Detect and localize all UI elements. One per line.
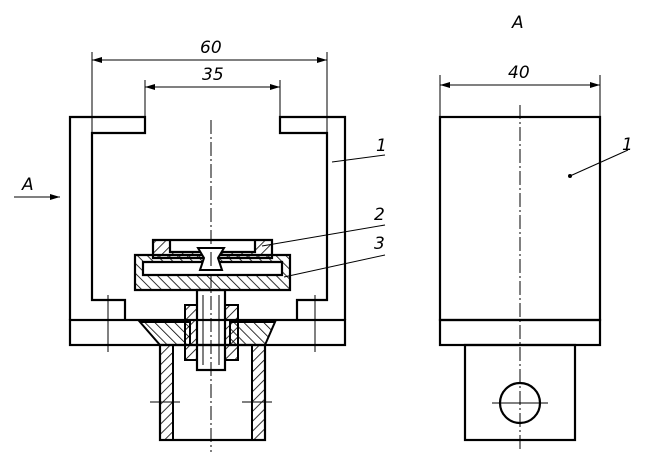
front-section-view: 60 35 A 1 2 3: [14, 38, 387, 452]
view-arrow-label: A: [21, 175, 34, 195]
callout-2: 2: [374, 205, 385, 225]
dimension-60-label: 60: [200, 38, 222, 58]
leader-2: [261, 224, 386, 247]
base-plate: [68, 318, 347, 347]
flange-section: [137, 321, 277, 346]
cylinder-wall-right: [251, 344, 266, 441]
leader-1-side: [569, 149, 629, 177]
dimension-40-label: 40: [508, 63, 530, 83]
housing-frame: [68, 115, 347, 320]
part-2-cup: [151, 238, 274, 260]
cylinder-body: [158, 343, 267, 442]
view-title: A: [511, 13, 524, 33]
leader-1: [331, 154, 386, 163]
callout-1-side: 1: [622, 135, 633, 155]
dimension-35-label: 35: [202, 65, 224, 85]
leader-3: [283, 254, 386, 278]
side-view-a: A 40 1: [438, 13, 633, 452]
callout-1: 1: [376, 136, 387, 156]
callout-3: 3: [374, 234, 385, 254]
cylinder-wall-left: [159, 344, 174, 441]
